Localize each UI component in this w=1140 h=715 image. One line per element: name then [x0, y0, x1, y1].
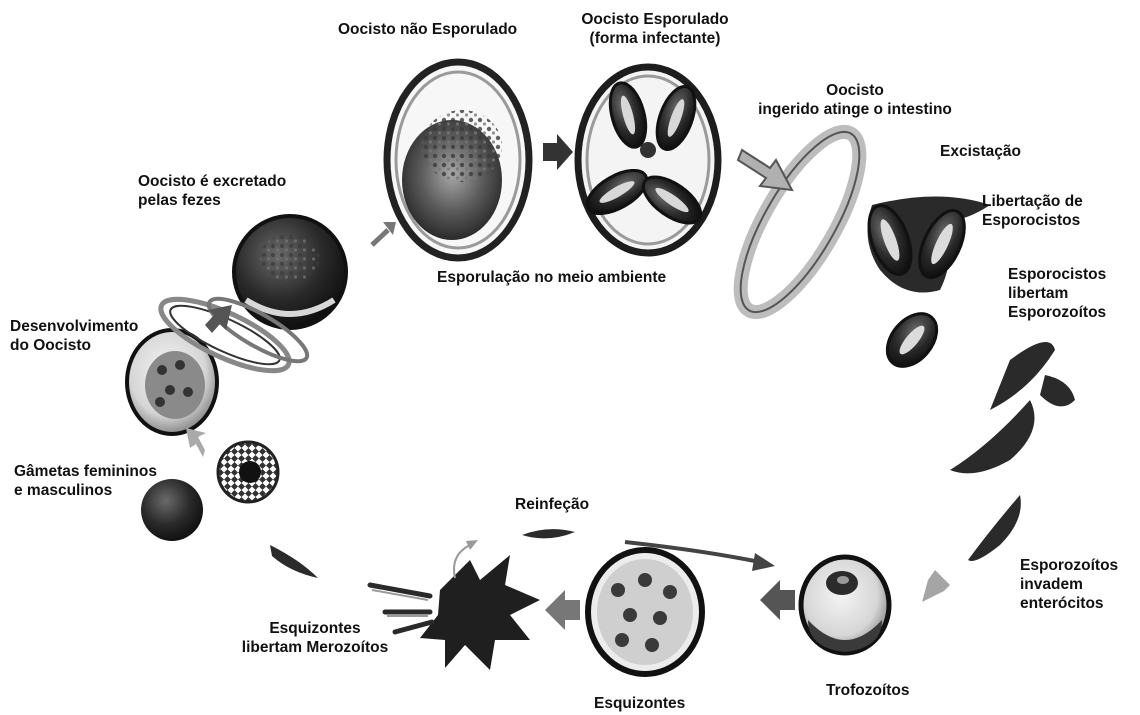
arrow-schizont-to-release — [545, 590, 580, 630]
label-excystation: Excistação — [940, 142, 1021, 161]
arrow-excreted-to-unsporulated — [372, 230, 388, 245]
schizont — [588, 550, 702, 674]
arrow-trophozoite-to-schizont — [760, 580, 795, 620]
label-oocyst-development: Desenvolvimento do Oocisto — [10, 317, 138, 355]
sporozoites — [950, 342, 1075, 561]
label-schizonts-release-merozoites: Esquizontes libertam Merozoítos — [225, 619, 405, 657]
merozoite — [270, 545, 318, 578]
arrow-gametes-to-development — [186, 428, 206, 457]
sporulated-oocyst — [578, 67, 718, 253]
label-sporulation: Esporulação no meio ambiente — [437, 268, 666, 287]
released-sporocysts — [861, 197, 990, 376]
arrow-to-trophozoite — [922, 570, 950, 602]
label-gametes: Gâmetas femininos e masculinos — [14, 462, 157, 500]
label-trophozoites: Trofozoítos — [826, 681, 910, 700]
sporulation-arrow — [543, 134, 573, 170]
male-gamete — [218, 442, 278, 502]
label-oocyst-excreted: Oocisto é excretado pelas fezes — [138, 172, 286, 210]
trophozoite — [801, 557, 889, 653]
reinfection-merozoite — [522, 529, 575, 538]
label-sporozoites-invade: Esporozoítos invadem enterócitos — [1020, 556, 1118, 613]
label-sporulated-oocyst: Oocisto Esporulado (forma infectante) — [575, 10, 735, 48]
ingested-oocyst — [719, 116, 882, 328]
reinfection-arrowhead — [752, 553, 775, 571]
label-sporocysts-release-sporozoites: Esporocistos libertam Esporozoítos — [1008, 265, 1106, 322]
label-sporocyst-release: Libertação de Esporocistos — [982, 192, 1083, 230]
label-reinfection: Reinfeção — [515, 495, 589, 514]
unsporulated-oocyst — [387, 62, 529, 258]
label-ingested-oocyst: Oocisto ingerido atinge o intestino — [735, 81, 975, 119]
label-unsporulated-oocyst: Oocisto não Esporulado — [338, 20, 517, 39]
label-schizonts: Esquizontes — [594, 694, 685, 713]
